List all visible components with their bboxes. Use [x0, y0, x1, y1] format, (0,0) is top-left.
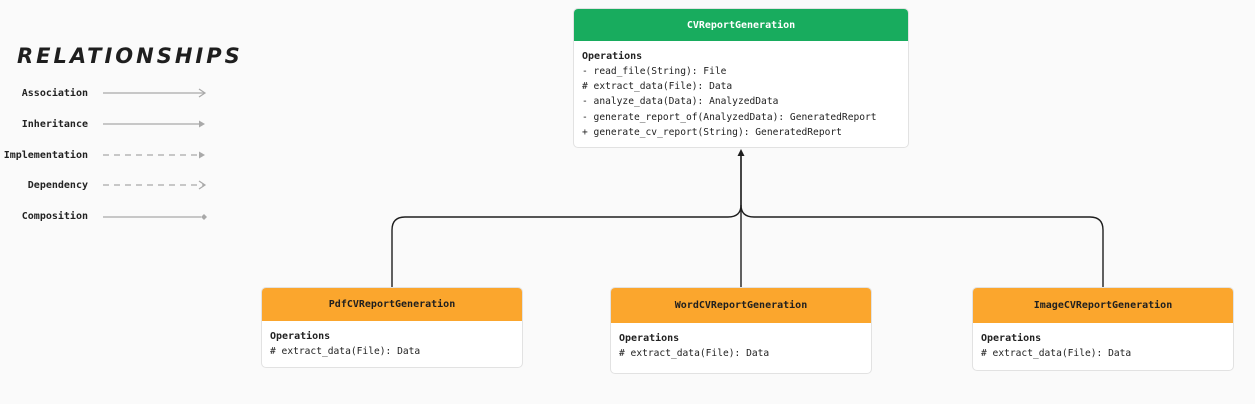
legend-label-composition: Composition	[21, 211, 88, 222]
class-name-wordcvreportgeneration: WordCVReportGeneration	[611, 288, 871, 323]
class-body: Operations # extract_data(File): Data	[262, 321, 522, 365]
operations-heading: Operations	[619, 333, 680, 344]
operation: # extract_data(File): Data	[619, 348, 770, 359]
legend-label-implementation: Implementation	[3, 150, 88, 161]
operations-heading: Operations	[270, 331, 331, 342]
class-box-cvreportgeneration[interactable]: CVReportGeneration Operations - read_fil…	[573, 8, 909, 148]
operation: # extract_data(File): Data	[270, 346, 421, 357]
legend-title: RELATIONSHIPS	[17, 44, 243, 68]
legend-label-association: Association	[21, 88, 88, 99]
operation: - read_file(String): File	[582, 66, 727, 77]
legend-label-inheritance: Inheritance	[21, 119, 88, 130]
class-body: Operations - read_file(String): File # e…	[574, 41, 908, 146]
legend-composition-line	[103, 214, 207, 220]
legend-association-line	[103, 88, 207, 98]
connector-image-to-parent	[740, 204, 1104, 287]
operations-heading: Operations	[981, 333, 1042, 344]
operation: # extract_data(File): Data	[981, 348, 1132, 359]
legend-dependency-line	[103, 180, 207, 190]
operation: - analyze_data(Data): AnalyzedData	[582, 96, 779, 108]
legend-implementation-line	[103, 151, 205, 159]
operations-heading: Operations	[582, 51, 643, 62]
operation: # extract_data(File): Data	[582, 81, 733, 93]
class-name-pdfcvreportgeneration: PdfCVReportGeneration	[262, 288, 522, 321]
class-body: Operations # extract_data(File): Data	[973, 323, 1233, 367]
inheritance-arrowhead	[737, 149, 745, 156]
class-name-cvreportgeneration: CVReportGeneration	[574, 9, 908, 41]
class-box-wordcvreportgeneration[interactable]: WordCVReportGeneration Operations # extr…	[610, 287, 872, 374]
connector-pdf-to-parent	[391, 153, 742, 287]
inheritance-connectors	[391, 153, 1104, 287]
operation: + generate_cv_report(String): GeneratedR…	[582, 126, 842, 138]
class-body: Operations # extract_data(File): Data	[611, 323, 871, 367]
class-box-pdfcvreportgeneration[interactable]: PdfCVReportGeneration Operations # extra…	[261, 287, 523, 368]
class-box-imagecvreportgeneration[interactable]: ImageCVReportGeneration Operations # ext…	[972, 287, 1234, 371]
class-name-imagecvreportgeneration: ImageCVReportGeneration	[973, 288, 1233, 323]
legend-label-dependency: Dependency	[27, 180, 88, 191]
operation: - generate_report_of(AnalyzedData): Gene…	[582, 111, 877, 123]
legend-inheritance-line	[103, 120, 205, 128]
